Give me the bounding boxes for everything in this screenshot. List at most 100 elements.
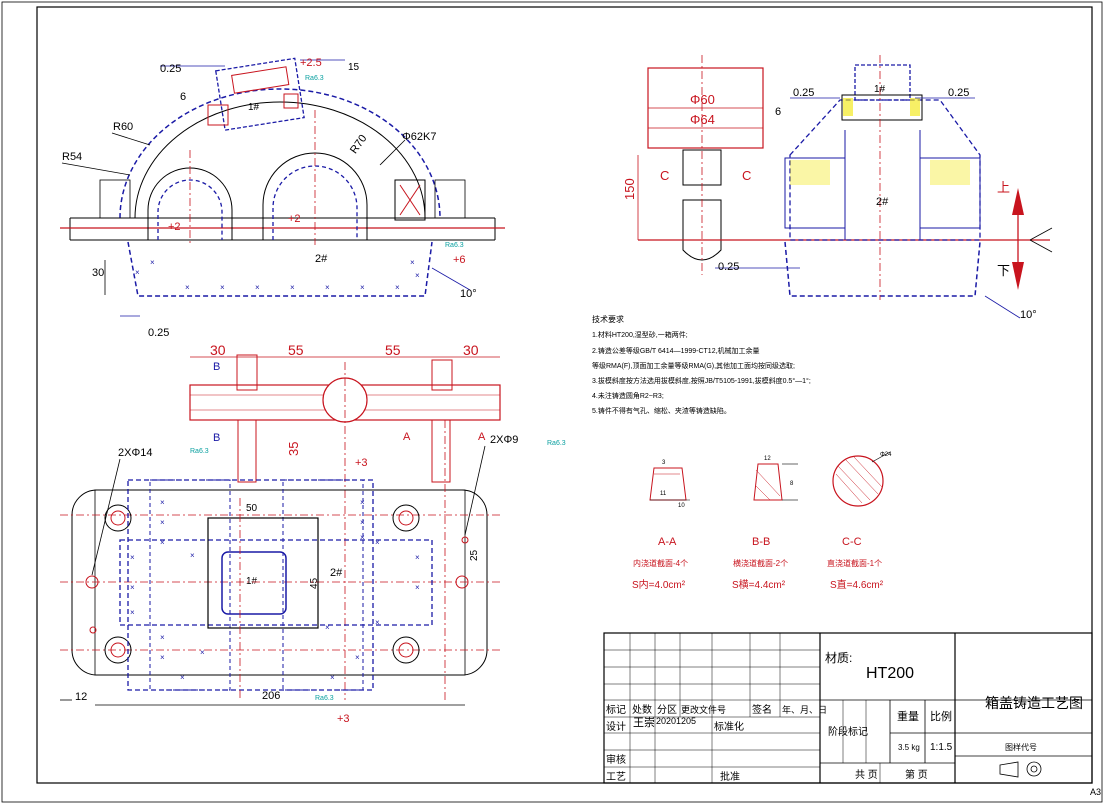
projection-symbol-icon: [999, 761, 1042, 778]
dim-tl-11: +6: [453, 254, 466, 266]
tb-header-doc: 更改文件号: [681, 704, 726, 715]
side-section-view: Φ60 Φ64 150 C C 0.25 0.25 0.25 6 1# 2# 1…: [622, 55, 1053, 321]
svg-text:×: ×: [160, 653, 165, 662]
tb-check-label: 审核: [606, 753, 626, 766]
svg-text:×: ×: [325, 623, 330, 632]
svg-text:×: ×: [190, 551, 195, 560]
dim-tr-2: 150: [622, 178, 637, 200]
dim-pv-10: +3: [337, 713, 350, 725]
svg-text:×: ×: [355, 653, 360, 662]
tb-drawing-code-label: 图样代号: [1005, 742, 1037, 752]
svg-text:×: ×: [130, 608, 135, 617]
section-b-area: S横=4.4cm²: [732, 578, 786, 591]
svg-text:×: ×: [360, 498, 365, 507]
plan-view: 30 55 55 30 35 2XΦ14 2XΦ9 Ra6.3 Ra6.3 +3…: [60, 342, 566, 725]
dim-tl-4: R60: [113, 121, 133, 133]
svg-text:×: ×: [360, 518, 365, 527]
section-c-label: C-C: [842, 536, 862, 548]
dim-pv-17: 25: [469, 549, 480, 561]
svg-text:×: ×: [395, 283, 400, 292]
dim-tl-15: 1#: [248, 102, 260, 113]
dim-tr-10: 2#: [876, 196, 889, 208]
tb-process-label: 工艺: [606, 771, 626, 783]
dim-tl-6: R70: [348, 133, 369, 156]
tb-header-mark: 标记: [606, 704, 626, 716]
tb-paper-size: A3: [1090, 787, 1101, 797]
dim-pv-21: 2#: [330, 567, 343, 579]
dim-tr-7: 0.25: [948, 87, 969, 99]
dim-pv-5: 2XΦ14: [118, 447, 152, 459]
section-a-name: 内浇道截面-4个: [633, 558, 688, 568]
dim-pv-18: 206: [262, 690, 280, 702]
dim-pv-7: Ra6.3: [190, 448, 209, 455]
dim-pv-19: 12: [75, 691, 87, 703]
svg-text:×: ×: [290, 283, 295, 292]
section-b-dim2: 8: [790, 481, 794, 487]
svg-text:×: ×: [220, 283, 225, 292]
svg-text:×: ×: [130, 583, 135, 592]
dim-tr-1: Φ64: [690, 112, 715, 127]
tb-designer: 王崇: [633, 716, 655, 729]
tb-weight-label: 重量: [897, 709, 919, 723]
notes-line-3: 等级RMA(F),顶面加工余量等级RMA(G),其他加工面均按同级选取;: [592, 361, 795, 370]
dim-pv-3: 30: [463, 342, 479, 358]
notes-line-1: 1.材料HT200,湿型砂,一箱两件;: [592, 330, 688, 339]
tb-material: HT200: [866, 665, 914, 682]
gating-sections: 3 11 10 A-A 内浇道截面-4个 S内=4.0cm² 12 8 B-B …: [632, 451, 892, 591]
svg-text:×: ×: [330, 673, 335, 682]
section-c-dim1: Φ24: [880, 452, 892, 458]
dim-pv-4: 35: [286, 442, 301, 456]
dim-tl-5: R54: [62, 151, 82, 163]
dim-pv-9: +3: [355, 457, 368, 469]
tb-header-sign: 签名: [752, 703, 772, 716]
tb-approve-label: 批准: [720, 770, 740, 783]
svg-text:×: ×: [185, 283, 190, 292]
dim-tl-10: 2#: [315, 253, 328, 265]
dim-tl-12: 10°: [460, 288, 477, 300]
dim-tl-1: +2.5: [300, 57, 322, 69]
dim-pv-0: 30: [210, 342, 226, 358]
svg-text:×: ×: [200, 648, 205, 657]
inner-frame: [36, 6, 1093, 784]
tb-material-label: 材质:: [825, 651, 852, 665]
dim-tr-6: 0.25: [793, 87, 814, 99]
dim-tr-8: 6: [775, 106, 781, 118]
dim-tl-16: Ra6.3: [305, 75, 324, 82]
dim-tl-7: Φ62K7: [402, 131, 436, 143]
tb-header-zone: 分区: [657, 704, 677, 716]
svg-text:×: ×: [160, 518, 165, 527]
dim-pv-1: 55: [288, 342, 304, 358]
dim-tl-3: 6: [180, 91, 186, 103]
dim-tr-0: Φ60: [690, 92, 715, 107]
svg-text:×: ×: [375, 618, 380, 627]
dim-tr-11: 10°: [1020, 309, 1037, 321]
direction-up-label: 上: [997, 180, 1010, 195]
tb-scale-label: 比例: [930, 709, 952, 723]
section-a-dim3: 10: [678, 503, 685, 509]
svg-text:×: ×: [360, 283, 365, 292]
dim-tr-9: 1#: [874, 84, 886, 95]
dim-pv-22: Ra6.3: [315, 695, 334, 702]
notes-title: 技术要求: [592, 314, 624, 324]
svg-text:×: ×: [160, 538, 165, 547]
svg-text:×: ×: [130, 553, 135, 562]
dim-tl-2: 15: [348, 62, 360, 73]
svg-text:×: ×: [135, 268, 140, 277]
dim-pv-12: B: [213, 432, 220, 444]
dim-pv-14: A: [478, 431, 486, 443]
dim-tl-14: 0.25: [148, 327, 169, 339]
tb-weight: 3.5 kg: [898, 743, 920, 752]
svg-text:×: ×: [160, 633, 165, 642]
notes-line-2: 2.铸造公差等级GB/T 6414—1999-CT12,机械加工余量: [592, 346, 760, 355]
svg-text:×: ×: [375, 538, 380, 547]
dim-pv-6: 2XΦ9: [490, 434, 518, 446]
section-b-label: B-B: [752, 536, 770, 548]
svg-text:×: ×: [415, 583, 420, 592]
tb-drawing-title: 箱盖铸造工艺图: [985, 695, 1083, 711]
notes-line-5: 4.未注铸造圆角R2~R3;: [592, 391, 664, 400]
dim-tr-4: C: [742, 168, 751, 183]
section-a-label: A-A: [658, 536, 677, 548]
dim-pv-8: Ra6.3: [547, 440, 566, 447]
